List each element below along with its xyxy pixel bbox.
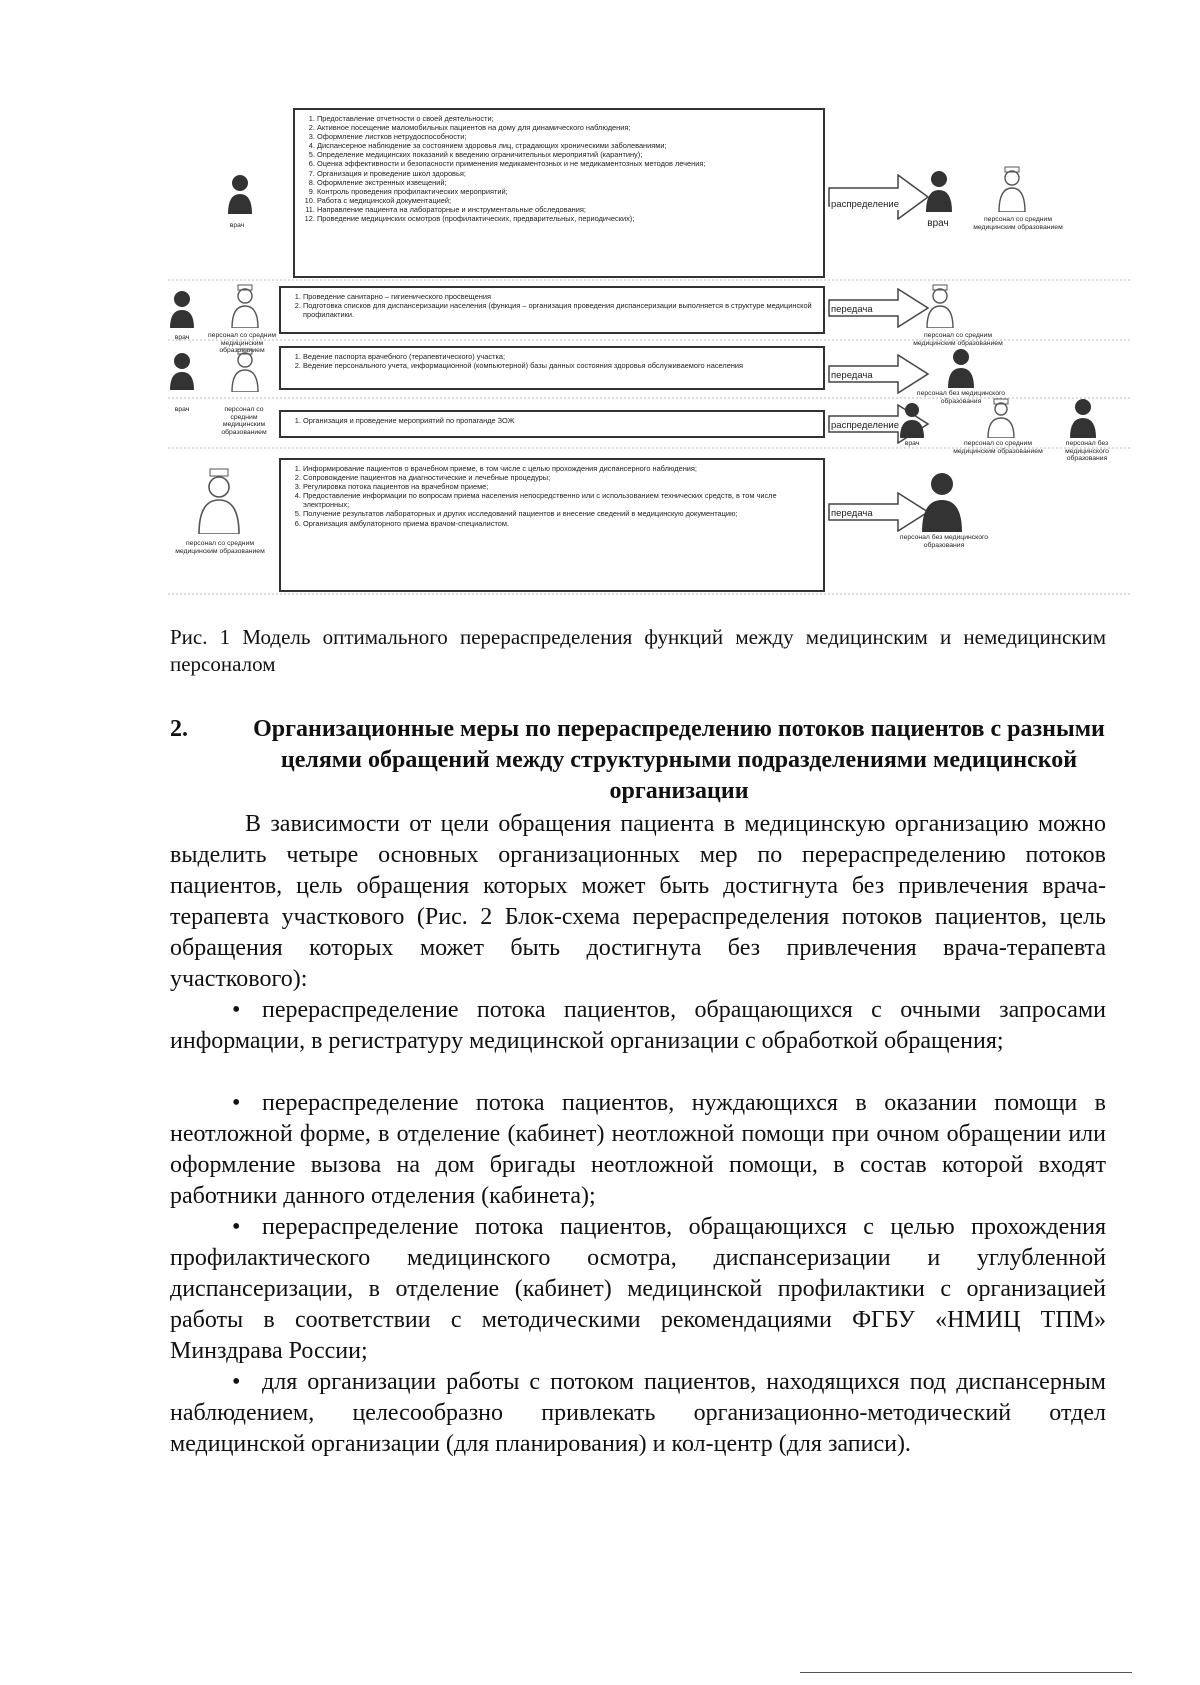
function-item: Проведение медицинских осмотров (профила… [317, 214, 817, 223]
function-item: Контроль проведения профилактических мер… [317, 187, 817, 196]
section-number: 2. [170, 716, 188, 742]
function-box-row5: Информирование пациентов о врачебном при… [279, 458, 825, 592]
intro-paragraph: В зависимости от цели обращения пациента… [170, 811, 1106, 992]
role-label: врач [927, 218, 949, 229]
doctor-icon [170, 353, 194, 390]
non-medical-staff-icon [948, 349, 974, 388]
role-label: врач [174, 334, 190, 341]
nurse-icon [198, 468, 240, 534]
function-box-row1: Предоставление отчетности о своей деятел… [293, 108, 825, 278]
function-item: Организация и проведение школ здоровья; [317, 169, 817, 178]
nurse-icon [231, 284, 259, 328]
function-redistribution-figure: Предоставление отчетности о своей деятел… [168, 108, 1130, 598]
function-item: Оформление экстренных извещений; [317, 178, 817, 187]
function-item: Получение результатов лабораторных и дру… [303, 509, 817, 518]
distribution-arrow [828, 174, 930, 220]
role-label: персонал со средним медицинским образова… [221, 406, 267, 436]
list-item: •перераспределение потока пациентов, обр… [170, 1212, 1106, 1367]
bullet-marker: • [232, 997, 241, 1023]
function-item: Диспансерное наблюдение за состоянием зд… [317, 141, 817, 150]
function-item: Работа с медицинской документацией; [317, 196, 817, 205]
non-medical-staff-icon [922, 473, 962, 532]
function-box-row2: Проведение санитарно – гигиенического пр… [279, 286, 825, 334]
function-item: Сопровождение пациентов на диагностическ… [303, 473, 817, 482]
role-label: персонал без медицинского образования [916, 390, 1006, 405]
role-label: персонал со средним медицинским образова… [175, 540, 265, 555]
arrow-label: передача [830, 304, 874, 315]
nurse-icon [998, 166, 1026, 212]
nurse-icon [231, 348, 259, 392]
bullet-text: перераспределение потока пациентов, обра… [170, 1214, 1106, 1364]
bullet-text: для организации работы с потоком пациент… [170, 1369, 1106, 1457]
bullet-marker: • [232, 1090, 241, 1116]
function-item: Определение медицинских показаний к введ… [317, 150, 817, 159]
nurse-icon [926, 284, 954, 328]
bullet-marker: • [232, 1369, 241, 1395]
transfer-arrow [828, 354, 930, 394]
arrow-label: передача [830, 370, 874, 381]
section-title: Организационные меры по перераспределени… [253, 716, 1105, 804]
function-item: Направление пациента на лабораторные и и… [317, 205, 817, 214]
role-label: врач [229, 222, 245, 229]
transfer-arrow [828, 492, 930, 532]
function-box-row4: Организация и проведение мероприятий по … [279, 410, 825, 438]
function-item: Ведение персонального учета, информацион… [303, 361, 817, 370]
role-label: персонал со средним медицинским образова… [913, 332, 1003, 347]
doctor-icon [228, 175, 252, 214]
nurse-icon [987, 398, 1015, 438]
arrow-label: передача [830, 508, 874, 519]
transfer-arrow [828, 288, 930, 328]
role-label: врач [904, 440, 920, 447]
list-item: •для организации работы с потоком пациен… [170, 1367, 1106, 1460]
function-item: Регулировка потока пациентов на врачебно… [303, 482, 817, 491]
non-medical-staff-icon [1070, 399, 1096, 438]
figure-caption: Рис. 1 Модель оптимального перераспредел… [170, 625, 1106, 676]
function-item: Предоставление информации по вопросам пр… [303, 491, 817, 509]
bullet-marker: • [232, 1214, 241, 1240]
bullet-text: перераспределение потока пациентов, нужд… [170, 1090, 1106, 1209]
function-item: Ведение паспорта врачебного (терапевтиче… [303, 352, 817, 361]
function-item: Активное посещение маломобильных пациент… [317, 123, 817, 132]
function-item: Проведение санитарно – гигиенического пр… [303, 292, 817, 301]
figure-frame-lines [168, 279, 1130, 595]
role-label: персонал со средним медицинским образова… [207, 332, 277, 355]
function-item: Информирование пациентов о врачебном при… [303, 464, 817, 473]
function-item: Подготовка списков для диспансеризации н… [303, 301, 817, 319]
footer-rule [800, 1672, 1132, 1673]
function-item: Предоставление отчетности о своей деятел… [317, 114, 817, 123]
list-item: •перераспределение потока пациентов, нуж… [170, 1088, 1106, 1212]
function-item: Оформление листков нетрудоспособности; [317, 132, 817, 141]
doctor-icon [170, 291, 194, 328]
doctor-icon [926, 171, 952, 212]
arrow-label: распределение [830, 420, 900, 431]
function-item: Организация и проведение мероприятий по … [303, 416, 817, 425]
role-label: персонал со средним медицинским образова… [973, 216, 1063, 231]
bullet-text: перераспределение потока пациентов, обра… [170, 997, 1106, 1054]
role-label: персонал без медицинского образования [899, 534, 989, 549]
role-label: персонал со средним медицинским образова… [953, 440, 1043, 455]
list-item: •перераспределение потока пациентов, обр… [170, 995, 1106, 1057]
doctor-icon [900, 403, 924, 438]
arrow-label: распределение [830, 199, 900, 210]
role-label: персонал без медицинского образования [1065, 440, 1109, 463]
function-box-row3: Ведение паспорта врачебного (терапевтиче… [279, 346, 825, 390]
function-item: Организация амбулаторного приема врачом-… [303, 519, 817, 528]
role-label: врач [174, 406, 190, 413]
function-item: Оценка эффективности и безопасности прим… [317, 159, 817, 168]
